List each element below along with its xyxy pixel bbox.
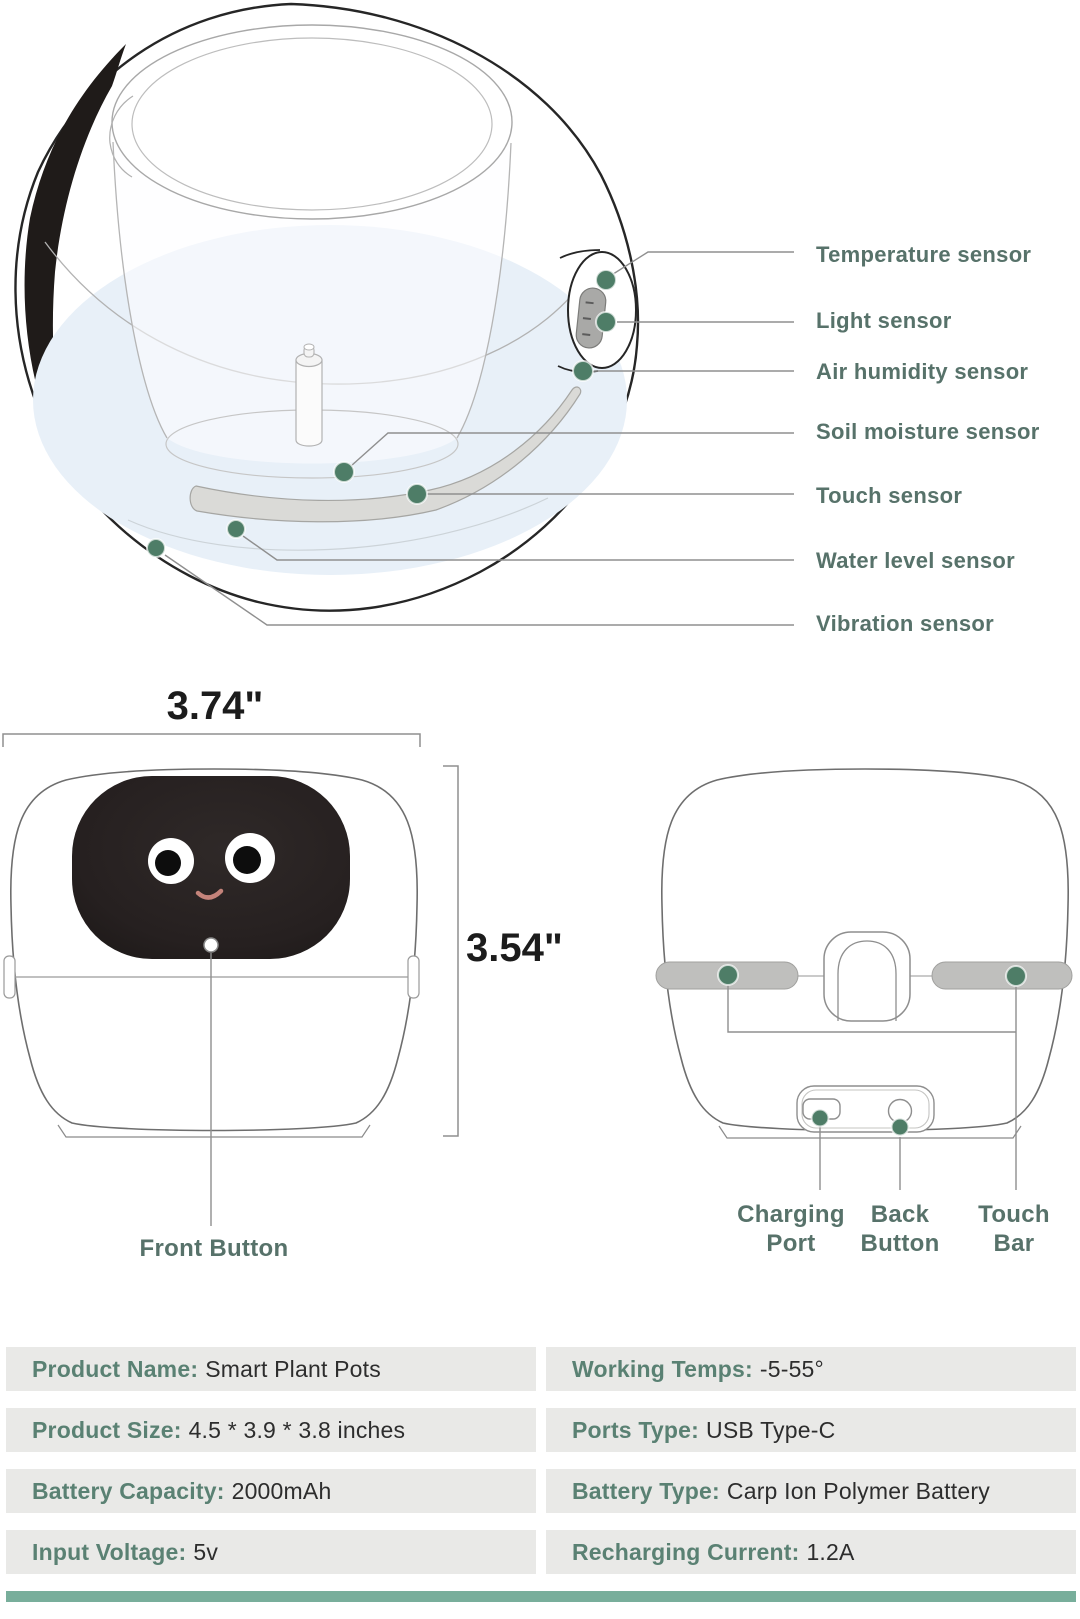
dot-soil-moisture-sensor [333,461,355,483]
marker-dots [146,269,1027,1137]
sensor-pod [557,249,637,373]
spec-battery-capacity: Battery Capacity:2000mAh [6,1469,536,1513]
height-dimension-bracket [443,765,459,1137]
width-dimension-label: 3.74" [166,684,264,728]
callout-water-level-sensor: Water level sensor [816,548,1016,573]
back-button-label: Back Button [860,1201,940,1257]
spec-label: Product Size: [32,1417,182,1443]
spec-value: Smart Plant Pots [205,1356,381,1382]
spec-label: Ports Type: [572,1417,700,1443]
face-screen [72,776,350,959]
callout-light-sensor: Light sensor [816,308,952,333]
spec-ports-type: Ports Type:USB Type-C [546,1408,1076,1452]
spec-value: 4.5 * 3.9 * 3.8 inches [188,1417,406,1443]
dot-water-level-sensor [226,519,246,539]
soil-probe-post [295,343,323,447]
spec-value: 5v [193,1539,219,1565]
back-base [718,1125,1022,1139]
sensor-leader-lines [164,251,794,626]
inner-bowl-line [127,497,549,551]
back-view-diagram [655,768,1073,1190]
spec-input-voltage: Input Voltage:5v [6,1530,536,1574]
dot-temperature-sensor [595,269,617,291]
perspective-view-diagram [14,2,794,626]
dot-air-humidity-sensor [572,360,594,382]
spec-value: USB Type-C [706,1417,836,1443]
dot-vibration-sensor [146,538,166,558]
front-base [57,1124,371,1138]
front-button-label: Front Button [139,1235,289,1262]
width-dimension-bracket [2,733,421,747]
dot-touch-bar-right [1005,965,1027,987]
dot-light-sensor [595,311,617,333]
callout-air-humidity-sensor: Air humidity sensor [816,359,1029,384]
callout-touch-sensor: Touch sensor [816,483,963,508]
front-right-tab [407,955,420,999]
dot-touch-sensor [406,483,428,505]
dot-back-button [890,1117,910,1137]
front-left-tab [3,955,16,999]
spec-value: Carp Ion Polymer Battery [726,1478,990,1504]
spec-label: Working Temps: [572,1356,753,1382]
spec-value: 1.2A [806,1539,855,1565]
spec-label: Input Voltage: [32,1539,187,1565]
charging-port-label: Charging Port [737,1201,845,1257]
smile [195,888,224,900]
spec-product-name: Product Name:Smart Plant Pots [6,1347,536,1391]
right-pupil [233,846,261,874]
spec-value: 2000mAh [231,1478,332,1504]
back-leader-lines [727,985,1017,1190]
spec-battery-type: Battery Type:Carp Ion Polymer Battery [546,1469,1076,1513]
spec-label: Product Name: [32,1356,199,1382]
touch-bar-label: Touch Bar [978,1201,1050,1257]
touch-bar-strip [189,386,582,523]
callout-vibration-sensor: Vibration sensor [816,611,994,636]
height-dimension-label: 3.54" [466,926,563,970]
spec-product-size: Product Size:4.5 * 3.9 * 3.8 inches [6,1408,536,1452]
spec-label: Battery Capacity: [32,1478,225,1504]
spec-working-temps: Working Temps:-5-55° [546,1347,1076,1391]
spec-value: -5-55° [759,1356,824,1382]
spec-recharging-current: Recharging Current:1.2A [546,1530,1076,1574]
back-handle [823,931,911,1022]
spec-label: Battery Type: [572,1478,720,1504]
front-view-diagram [2,733,459,1226]
dot-touch-bar-left [717,964,739,986]
touch-bar-right [931,961,1073,990]
front-button [203,937,219,953]
inner-cup [109,24,513,479]
left-pupil [155,850,181,876]
callout-temperature-sensor: Temperature sensor [816,242,1032,267]
spec-label: Recharging Current: [572,1539,800,1565]
callout-soil-moisture-sensor: Soil moisture sensor [816,419,1040,444]
footer-accent-bar [6,1591,1076,1602]
dot-charging-port [810,1108,830,1128]
